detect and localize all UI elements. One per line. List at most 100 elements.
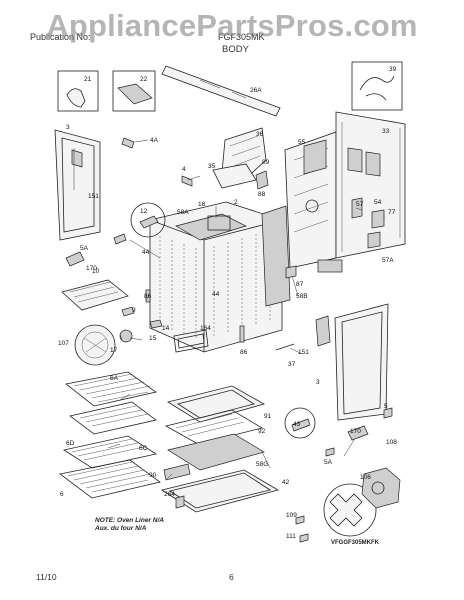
- oven-bottom-inner: [177, 389, 255, 419]
- label-86-upper: 86: [144, 293, 152, 300]
- label-88: 88: [258, 191, 266, 198]
- part-21-bracket: [66, 88, 86, 108]
- rack-6A-wires: [73, 373, 151, 403]
- label-2: 2: [234, 199, 238, 206]
- label-6C: 6C: [139, 445, 148, 452]
- part-43-screw: [291, 418, 311, 432]
- label-91: 91: [264, 413, 272, 420]
- part-111-screw: [299, 533, 309, 543]
- part-4-clip: [181, 175, 193, 187]
- leader-lines: [73, 139, 385, 481]
- part-170-bracket: [65, 251, 85, 267]
- broil-burner-ribs: [69, 281, 119, 303]
- right-side-panel-inner: [341, 311, 383, 415]
- part-5-screw: [383, 407, 393, 419]
- label-17: 17: [110, 347, 118, 354]
- rail-detail: [199, 79, 247, 99]
- label-22: 22: [140, 76, 148, 83]
- part-9-bracket: [121, 306, 135, 317]
- part-170-bracket-right: [347, 425, 369, 441]
- label-164: 164: [200, 325, 211, 332]
- inset-box-21: [57, 70, 99, 112]
- part-26A-top-rail: [161, 65, 281, 117]
- label-12: 12: [140, 208, 148, 215]
- label-4: 4: [182, 166, 186, 173]
- fan-cover-ring: [81, 331, 109, 359]
- label-111: 111: [286, 533, 296, 540]
- vent-duct-ribs: [229, 135, 261, 167]
- label-107: 107: [58, 340, 69, 347]
- back-panel-cutout: [317, 259, 343, 273]
- fan-motor-hub: [371, 481, 385, 495]
- label-57: 57: [356, 201, 364, 208]
- part-264-clip: [175, 495, 185, 509]
- rear-cover-edges: [341, 122, 401, 252]
- label-5: 5: [384, 403, 388, 410]
- label-151-right: 151: [298, 349, 309, 356]
- part-37-rod: [275, 343, 295, 351]
- part-6C-rack: [62, 435, 158, 469]
- label-37: 37: [288, 361, 296, 368]
- part-14-clip: [149, 319, 163, 329]
- label-14: 14: [162, 325, 170, 332]
- part-57-bracket: [351, 197, 363, 219]
- label-55: 55: [298, 139, 306, 146]
- label-36: 36: [256, 131, 264, 138]
- part-6D-rack: [69, 401, 157, 435]
- label-58G: 58G: [256, 461, 268, 468]
- label-108: 108: [386, 439, 397, 446]
- label-170-left: 170: [86, 265, 97, 272]
- side-panel-inner: [61, 137, 95, 233]
- rack-6-wires: [67, 461, 151, 493]
- label-106: 106: [360, 474, 371, 481]
- part-18-burner-plate: [207, 215, 231, 231]
- part-42-drawer-pan: [161, 469, 280, 513]
- part-106-fan-motor: [361, 467, 401, 509]
- label-57A: 57A: [382, 257, 394, 264]
- label-4A: 4A: [150, 137, 159, 144]
- label-42: 42: [282, 479, 290, 486]
- part-86-hinge-receivers: [145, 289, 245, 343]
- label-44-upper: 44: [142, 249, 150, 256]
- part-12-detail-circle: [130, 202, 166, 238]
- label-6A: 6A: [110, 375, 119, 382]
- oven-liner-note: NOTE: Oven Liner N/A Aux. du four N/A: [95, 517, 164, 533]
- label-3-right: 3: [316, 379, 320, 386]
- main-oven-body: [149, 201, 283, 353]
- part-39-wiring-harness: [359, 75, 395, 101]
- rack-6C-wires: [71, 438, 145, 461]
- label-170-right: 170: [350, 428, 361, 435]
- label-26A: 26A: [250, 87, 262, 94]
- label-58B: 58B: [296, 293, 308, 300]
- part-91-oven-bottom: [166, 385, 266, 423]
- label-58A: 58A: [177, 209, 189, 216]
- page-number: 6: [229, 572, 234, 582]
- part-87-clip: [285, 265, 297, 279]
- label-77: 77: [388, 209, 396, 216]
- fan-assembly-outline: [323, 483, 377, 537]
- shield-slots: [175, 413, 245, 437]
- part-57A-bracket: [367, 231, 381, 249]
- model-number-header: FGF305MK: [218, 32, 265, 42]
- section-title: BODY: [222, 44, 249, 55]
- part-164-frame-inner: [177, 333, 205, 349]
- fan-cover-grille: [83, 337, 107, 353]
- watermark: AppliancePartsPros.com: [46, 8, 418, 43]
- label-89: 89: [262, 159, 270, 166]
- part-58G-insulation: [167, 433, 265, 471]
- publication-number: Publication No:: [30, 32, 91, 42]
- label-6: 6: [60, 491, 64, 498]
- part-6-rack: [59, 459, 161, 499]
- part-5A-screw: [113, 233, 127, 245]
- label-33: 33: [382, 128, 390, 135]
- label-5A-left: 5A: [80, 245, 89, 252]
- part-35-vent-base: [212, 163, 257, 189]
- part-22-bracket: [117, 83, 153, 105]
- label-10: 10: [92, 268, 100, 275]
- label-43: 43: [293, 421, 301, 428]
- label-54: 54: [374, 199, 382, 206]
- rear-cover-vents: [347, 147, 381, 177]
- part-17-knob: [119, 329, 133, 343]
- part-90-burner: [163, 463, 191, 481]
- part-4A-screw: [121, 137, 135, 149]
